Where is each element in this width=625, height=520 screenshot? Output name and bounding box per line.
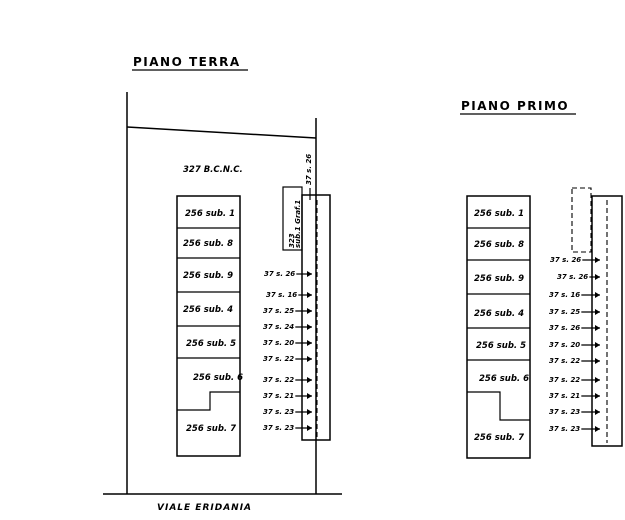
ground-arrow-label: 37 s. 20	[263, 339, 294, 347]
ground-unit-label: 256 sub. 8	[183, 239, 233, 249]
ground-unit-label: 256 sub. 4	[183, 305, 233, 315]
ground-arrow-head	[307, 377, 312, 383]
first-unit-stack: 256 sub. 1 256 sub. 8 256 sub. 9 256 sub…	[466, 195, 531, 459]
box-323-label-1: 323	[288, 233, 296, 248]
first-unit-divider-step	[467, 391, 530, 421]
first-arrow-group: 37 s. 26 37 s. 26 37 s. 16 37 s. 25 37 s…	[549, 256, 588, 433]
ground-unit-divider-step	[177, 391, 240, 411]
box-323-label-2: sub.1 Graf.1	[294, 200, 302, 248]
ground-arrow-head	[307, 292, 312, 298]
first-arrow-head	[595, 309, 600, 315]
first-arrow-head	[595, 342, 600, 348]
lot-top-boundary	[126, 126, 317, 139]
first-arrow-head	[595, 257, 600, 263]
road-label: 37 s. 26	[305, 154, 313, 185]
first-arrow-label: 37 s. 26	[557, 273, 588, 281]
first-floor-title: PIANO PRIMO	[461, 99, 569, 113]
first-arrow-label: 37 s. 22	[549, 357, 580, 365]
arrow-layer	[295, 257, 600, 432]
ground-corridor	[301, 194, 331, 441]
first-arrow-head	[595, 325, 600, 331]
street-label: VIALE ERIDANIA	[157, 503, 252, 513]
ground-arrow-head	[307, 425, 312, 431]
first-unit-label: 256 sub. 6	[479, 374, 529, 384]
ground-arrow-head	[307, 271, 312, 277]
first-corridor	[591, 195, 623, 447]
first-arrow-head	[595, 358, 600, 364]
parcel-label: 327 B.C.N.C.	[183, 165, 243, 175]
first-arrow-head	[595, 426, 600, 432]
first-arrow-head	[595, 292, 600, 298]
first-arrow-label: 37 s. 26	[550, 256, 581, 264]
ground-unit-label: 256 sub. 7	[186, 424, 236, 434]
first-unit-label: 256 sub. 8	[474, 240, 524, 250]
first-arrow-label: 37 s. 22	[549, 376, 580, 384]
ground-arrow-label: 37 s. 16	[266, 291, 297, 299]
ground-arrow-head	[307, 393, 312, 399]
ground-arrow-group: 37 s. 26 37 s. 16 37 s. 25 37 s. 24 37 s…	[263, 270, 297, 432]
first-arrow-label: 37 s. 23	[549, 425, 580, 433]
first-arrow-label: 37 s. 25	[549, 308, 580, 316]
ground-arrow-head	[307, 340, 312, 346]
ground-unit-label: 256 sub. 5	[186, 339, 236, 349]
first-arrow-label: 37 s. 20	[549, 341, 580, 349]
first-arrow-label: 37 s. 21	[549, 392, 580, 400]
ground-arrow-head	[307, 308, 312, 314]
ground-arrow-head	[307, 356, 312, 362]
ground-unit-label: 256 sub. 1	[185, 209, 235, 219]
ground-unit-label: 256 sub. 6	[193, 373, 243, 383]
ground-arrow-label: 37 s. 22	[263, 376, 294, 384]
first-arrow-label: 37 s. 26	[549, 324, 580, 332]
first-unit-label: 256 sub. 1	[474, 209, 524, 219]
first-arrow-head	[595, 274, 600, 280]
first-unit-label: 256 sub. 9	[474, 274, 524, 284]
ground-arrow-label: 37 s. 25	[263, 307, 294, 315]
ground-arrow-label: 37 s. 23	[263, 424, 294, 432]
first-unit-label: 256 sub. 4	[474, 309, 524, 319]
ground-arrow-head	[307, 409, 312, 415]
first-arrow-label: 37 s. 23	[549, 408, 580, 416]
ground-arrow-label: 37 s. 22	[263, 355, 294, 363]
ground-arrow-label: 37 s. 23	[263, 408, 294, 416]
first-unit-label: 256 sub. 7	[474, 433, 524, 443]
ground-unit-label: 256 sub. 9	[183, 271, 233, 281]
ground-arrow-label: 37 s. 21	[263, 392, 294, 400]
ground-arrow-label: 37 s. 24	[263, 323, 294, 331]
ground-unit-stack: 256 sub. 1 256 sub. 8 256 sub. 9 256 sub…	[176, 195, 243, 457]
first-arrow-head	[595, 393, 600, 399]
ground-arrow-label: 37 s. 26	[264, 270, 295, 278]
ground-floor-title: PIANO TERRA	[133, 55, 241, 69]
first-arrow-head	[595, 377, 600, 383]
first-arrow-head	[595, 409, 600, 415]
first-arrow-label: 37 s. 16	[549, 291, 580, 299]
first-unit-stack-outline	[466, 195, 531, 459]
first-floor-dashed-box	[571, 187, 592, 253]
first-unit-label: 256 sub. 5	[476, 341, 526, 351]
ground-arrow-head	[307, 324, 312, 330]
